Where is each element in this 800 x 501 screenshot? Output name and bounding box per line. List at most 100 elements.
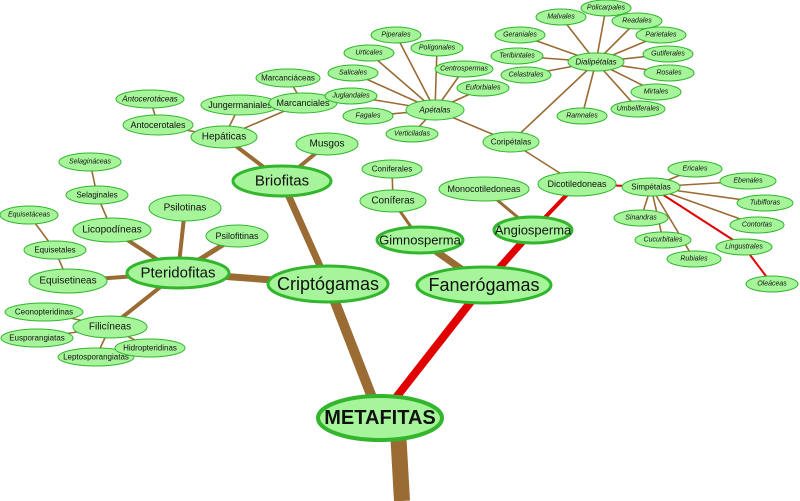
nodes: METAFITAS Criptógamas Fanerógamas Briofitas… bbox=[0, 0, 799, 442]
node-ericales[interactable]: Ericales bbox=[667, 160, 723, 178]
node-simpetalas[interactable]: Simpétalas bbox=[621, 177, 681, 197]
node-verticiladas[interactable]: Verticiladas bbox=[385, 125, 439, 143]
node-filicineas[interactable]: Filicíneas bbox=[72, 315, 148, 339]
node-criptogamas[interactable]: Criptógamas bbox=[266, 264, 390, 304]
node-gutiferales[interactable]: Gutiferales bbox=[642, 45, 694, 63]
node-geraniales[interactable]: Geraniales bbox=[494, 26, 546, 44]
node-ellipse bbox=[613, 209, 669, 227]
node-equisetaceas[interactable]: Equisetáceas bbox=[0, 205, 59, 225]
node-ellipse bbox=[456, 79, 510, 97]
node-label: Pteridofitas bbox=[140, 265, 215, 282]
node-label: Jungermaniales bbox=[208, 100, 272, 110]
node-ellipse bbox=[556, 107, 608, 125]
node-umbeliferales[interactable]: Umbeliferales bbox=[610, 100, 666, 118]
node-label: Teribintales bbox=[499, 53, 535, 60]
node-ellipse bbox=[266, 264, 390, 304]
node-label: Hepáticas bbox=[202, 132, 246, 143]
node-apetalas[interactable]: Apétalas bbox=[405, 99, 465, 121]
node-coniferas[interactable]: Coníferas bbox=[359, 189, 427, 213]
node-tubifloras[interactable]: Tubifloras bbox=[736, 194, 794, 212]
node-mirtales[interactable]: Mirtales bbox=[630, 83, 682, 101]
node-label: Mirtales bbox=[644, 89, 669, 96]
node-ellipse bbox=[114, 338, 186, 358]
node-psilofitinas[interactable]: Psilofitinas bbox=[205, 224, 269, 248]
node-leptosporangiatas[interactable]: Leptosporangiatas bbox=[57, 347, 135, 367]
node-ellipse bbox=[23, 240, 87, 260]
node-hidropteridinas[interactable]: Hidropteridinas bbox=[114, 338, 186, 358]
node-metafitas[interactable]: METAFITAS bbox=[316, 394, 444, 442]
node-ellipse bbox=[0, 328, 74, 348]
node-dialipetalas[interactable]: Dialipétalas bbox=[567, 52, 625, 72]
node-contortas[interactable]: Contortas bbox=[729, 216, 785, 234]
node-gimnosperma[interactable]: Gimnosperma bbox=[375, 225, 465, 255]
node-selaginales[interactable]: Selaginales bbox=[65, 185, 129, 205]
node-parietales[interactable]: Parietales bbox=[635, 26, 687, 44]
node-ellipse bbox=[359, 189, 427, 213]
node-label: Cucurbitales bbox=[644, 237, 683, 244]
node-juglandales[interactable]: Juglandales bbox=[324, 87, 378, 105]
node-equisetales[interactable]: Equisetales bbox=[23, 240, 87, 260]
node-licopodineas[interactable]: Licopodíneas bbox=[72, 217, 152, 243]
node-antocerotaceas[interactable]: Antocerotáceas bbox=[115, 89, 185, 109]
node-label: Ericales bbox=[683, 166, 708, 173]
edge-simpetalas-rubiales bbox=[650, 186, 695, 260]
node-ellipse bbox=[343, 44, 395, 62]
node-malvales[interactable]: Malvales bbox=[535, 8, 587, 26]
node-teribintales[interactable]: Teribintales bbox=[490, 47, 544, 65]
node-readales[interactable]: Readales bbox=[611, 12, 663, 30]
node-musgos[interactable]: Musgos bbox=[295, 132, 359, 156]
node-piperales[interactable]: Piperales bbox=[370, 26, 422, 44]
node-urticales[interactable]: Urticales bbox=[343, 44, 395, 62]
node-dicotiledoneas[interactable]: Dicotiledoneas bbox=[537, 171, 617, 197]
node-label: Fanerógamas bbox=[428, 275, 539, 295]
node-ellipse bbox=[205, 224, 269, 248]
node-poligonales[interactable]: Poligonales bbox=[410, 39, 464, 57]
node-selaginaceas[interactable]: Selagináceas bbox=[58, 152, 122, 172]
node-oleaceas[interactable]: Oleáceas bbox=[745, 275, 799, 293]
node-label: Verticiladas bbox=[394, 131, 430, 138]
node-fanerogamas[interactable]: Fanerógamas bbox=[415, 265, 553, 305]
node-ellipse bbox=[72, 217, 152, 243]
node-label: Monocotiledoneas bbox=[447, 184, 521, 194]
node-ebenales[interactable]: Ebenales bbox=[719, 172, 777, 190]
node-label: Malvales bbox=[547, 14, 575, 21]
node-angiosperma[interactable]: Angiosperma bbox=[492, 215, 574, 245]
trunk bbox=[390, 429, 410, 501]
node-coniferales[interactable]: Coniferales bbox=[361, 159, 423, 179]
node-rubiales[interactable]: Rubiales bbox=[666, 250, 722, 268]
node-label: Filicíneas bbox=[89, 322, 131, 333]
node-ellipse bbox=[736, 194, 794, 212]
node-marcanciaceas[interactable]: Marcanciáceas bbox=[255, 68, 321, 88]
node-ramnales[interactable]: Ramnales bbox=[556, 107, 608, 125]
node-euforbiales[interactable]: Euforbiales bbox=[456, 79, 510, 97]
node-ceonopteridinas[interactable]: Ceonopteridinas bbox=[4, 302, 84, 322]
node-label: Urticales bbox=[355, 50, 383, 57]
node-rosales[interactable]: Rosales bbox=[643, 64, 695, 82]
node-label: Rosales bbox=[656, 70, 682, 77]
node-label: Dicotiledoneas bbox=[547, 179, 607, 189]
node-equisetineas[interactable]: Equisetineas bbox=[28, 268, 108, 294]
node-label: Leptosporangiatas bbox=[63, 353, 129, 362]
node-pteridofitas[interactable]: Pteridofitas bbox=[125, 256, 231, 290]
node-cucurbitales[interactable]: Cucurbitales bbox=[634, 231, 692, 249]
node-fagales[interactable]: Fagales bbox=[342, 107, 394, 125]
node-label: Hidropteridinas bbox=[123, 344, 177, 353]
node-hepaticas[interactable]: Hepáticas bbox=[190, 125, 258, 149]
node-centrospermas[interactable]: Centrospermas bbox=[434, 60, 494, 78]
node-antocerotales[interactable]: Antocerotales bbox=[122, 114, 194, 136]
node-sinandras[interactable]: Sinandras bbox=[613, 209, 669, 227]
node-ellipse bbox=[635, 26, 687, 44]
node-policarpales[interactable]: Policarpales bbox=[580, 0, 632, 17]
node-lingustrales[interactable]: Lingustrales bbox=[715, 238, 773, 256]
node-briofitas[interactable]: Briofitas bbox=[231, 164, 333, 198]
node-salicales[interactable]: Salicales bbox=[327, 64, 379, 82]
node-psilotinas[interactable]: Psilotinas bbox=[148, 194, 222, 222]
node-celastrales[interactable]: Celastrales bbox=[500, 66, 552, 84]
node-ellipse bbox=[0, 205, 59, 225]
node-coripetalas[interactable]: Coripétalas bbox=[482, 131, 540, 153]
node-eusporangiatas[interactable]: Eusporangiatas bbox=[0, 328, 74, 348]
node-ellipse bbox=[115, 89, 185, 109]
node-monocotiledoneas[interactable]: Monocotiledoneas bbox=[438, 176, 530, 202]
node-jungermaniales[interactable]: Jungermaniales bbox=[200, 94, 280, 116]
